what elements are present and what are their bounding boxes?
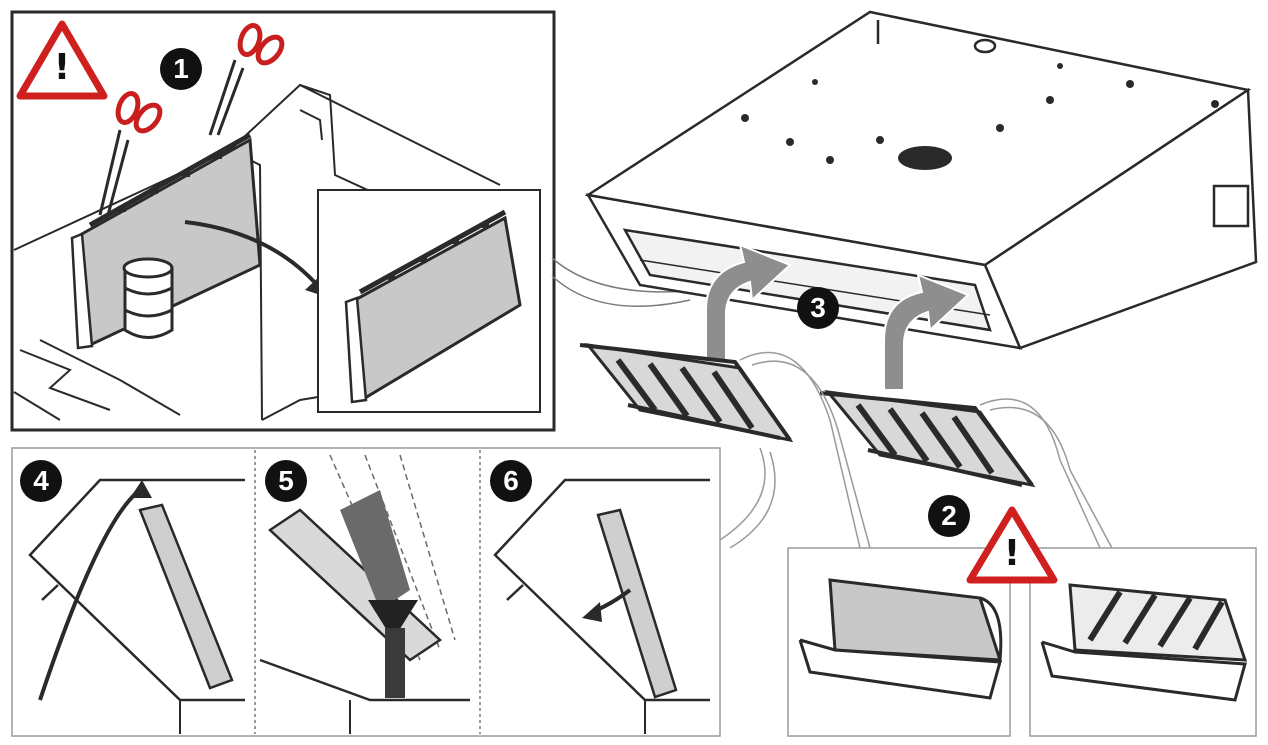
step-6-icon: 6 [490,460,532,502]
step-1-icon: 1 [160,48,202,90]
duct-cylinder [124,259,172,338]
warning-symbol: ! [969,534,1055,574]
charcoal-filter-inset [1030,548,1256,736]
grease-filter-icon [820,392,1032,485]
step-4-icon: 4 [20,460,62,502]
step-2-icon: 2 [928,495,970,537]
zoom-inset [318,190,540,412]
panel-steps-4-6 [12,448,720,736]
warning-symbol: ! [19,48,105,88]
step-3-icon: 3 [797,287,839,329]
grease-filter-icon [580,345,790,440]
step-5-icon: 5 [265,460,307,502]
warning-mark: ! [969,510,1055,586]
warning-mark: ! [19,24,105,100]
